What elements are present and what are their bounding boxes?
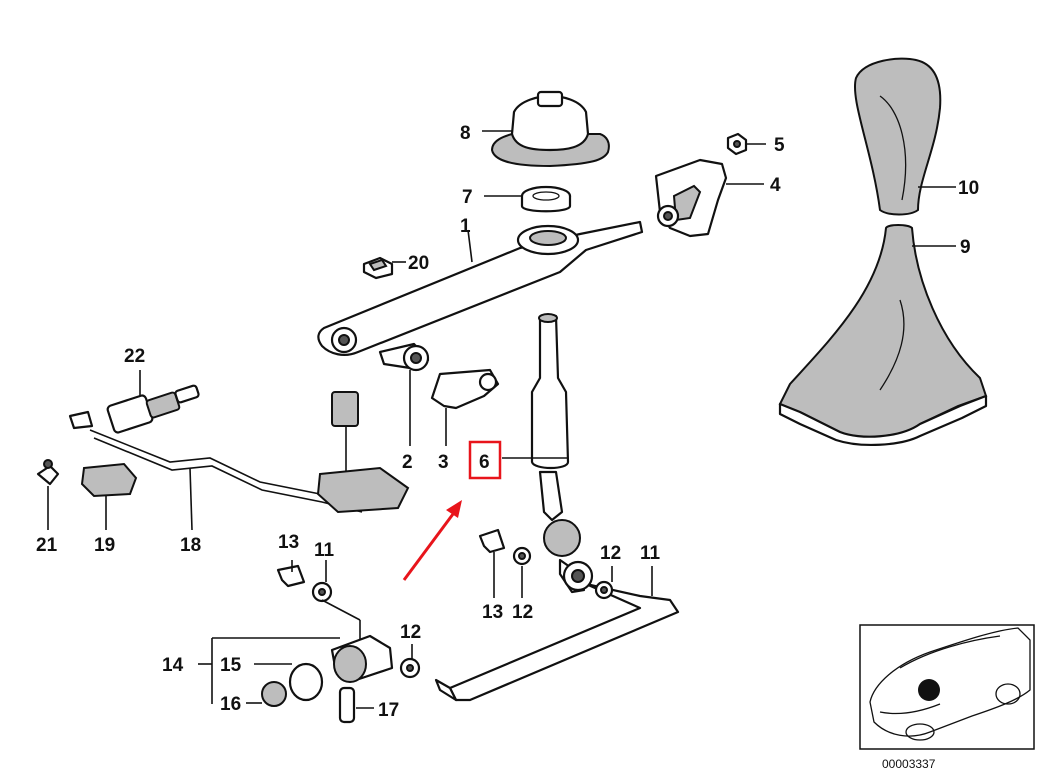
part-19-grommet bbox=[80, 462, 138, 498]
label-15: 15 bbox=[220, 655, 242, 676]
label-21: 21 bbox=[36, 535, 58, 556]
highlight-box bbox=[468, 440, 502, 480]
part-6-shift-lever bbox=[530, 313, 586, 594]
label-10: 10 bbox=[958, 178, 979, 199]
label-13-left: 13 bbox=[278, 532, 299, 553]
part-5-nut bbox=[726, 132, 748, 156]
label-9: 9 bbox=[960, 237, 971, 258]
label-19: 19 bbox=[94, 535, 115, 556]
part-12-washers bbox=[311, 546, 614, 679]
label-4: 4 bbox=[770, 175, 781, 196]
part-4-bracket bbox=[654, 158, 728, 238]
inset-code: 00003337 bbox=[882, 757, 936, 771]
label-12-right: 12 bbox=[600, 543, 621, 564]
highlight-callout bbox=[402, 440, 502, 581]
part-2-bushing bbox=[378, 342, 430, 372]
label-5: 5 bbox=[774, 135, 785, 156]
label-13-mid: 13 bbox=[482, 602, 503, 623]
label-12-bottom: 12 bbox=[400, 622, 421, 643]
location-dot bbox=[918, 679, 940, 701]
part-8-boot bbox=[490, 90, 610, 168]
part-11-rod bbox=[434, 560, 680, 702]
part-10-knob bbox=[854, 57, 942, 216]
part-1-selector-arm bbox=[317, 220, 644, 356]
label-20: 20 bbox=[408, 253, 429, 274]
highlight-arrow-head bbox=[446, 500, 462, 518]
label-6: 6 bbox=[479, 452, 490, 473]
part-21-fastener bbox=[36, 459, 60, 486]
label-12-left: 11 bbox=[314, 540, 335, 561]
leader-lines bbox=[47, 130, 956, 709]
highlight-arrow bbox=[402, 509, 458, 581]
label-14: 14 bbox=[162, 655, 184, 676]
label-8: 8 bbox=[460, 123, 471, 144]
label-3: 3 bbox=[438, 452, 449, 473]
part-22-switch bbox=[106, 384, 200, 434]
label-16: 16 bbox=[220, 694, 241, 715]
label-7: 7 bbox=[462, 187, 473, 208]
part-9-gear-boot bbox=[778, 224, 988, 447]
label-2: 2 bbox=[402, 452, 413, 473]
part-20-clip bbox=[362, 256, 394, 280]
callout-labels: 8 7 1 5 4 10 9 20 22 2 3 6 21 19 18 13 1… bbox=[36, 123, 979, 721]
label-18: 18 bbox=[180, 535, 201, 556]
part-14-joint bbox=[261, 634, 394, 724]
label-17: 17 bbox=[378, 700, 399, 721]
sensor-assembly bbox=[316, 391, 410, 514]
part-13-clips bbox=[276, 528, 506, 588]
label-22: 22 bbox=[124, 346, 145, 367]
car-location-inset: 00003337 bbox=[859, 624, 1035, 771]
label-11: 11 bbox=[640, 543, 661, 564]
label-12-mid: 12 bbox=[512, 602, 533, 623]
part-7-bushing bbox=[520, 185, 572, 213]
part-3-clip bbox=[430, 368, 500, 410]
label-1: 1 bbox=[460, 216, 471, 237]
